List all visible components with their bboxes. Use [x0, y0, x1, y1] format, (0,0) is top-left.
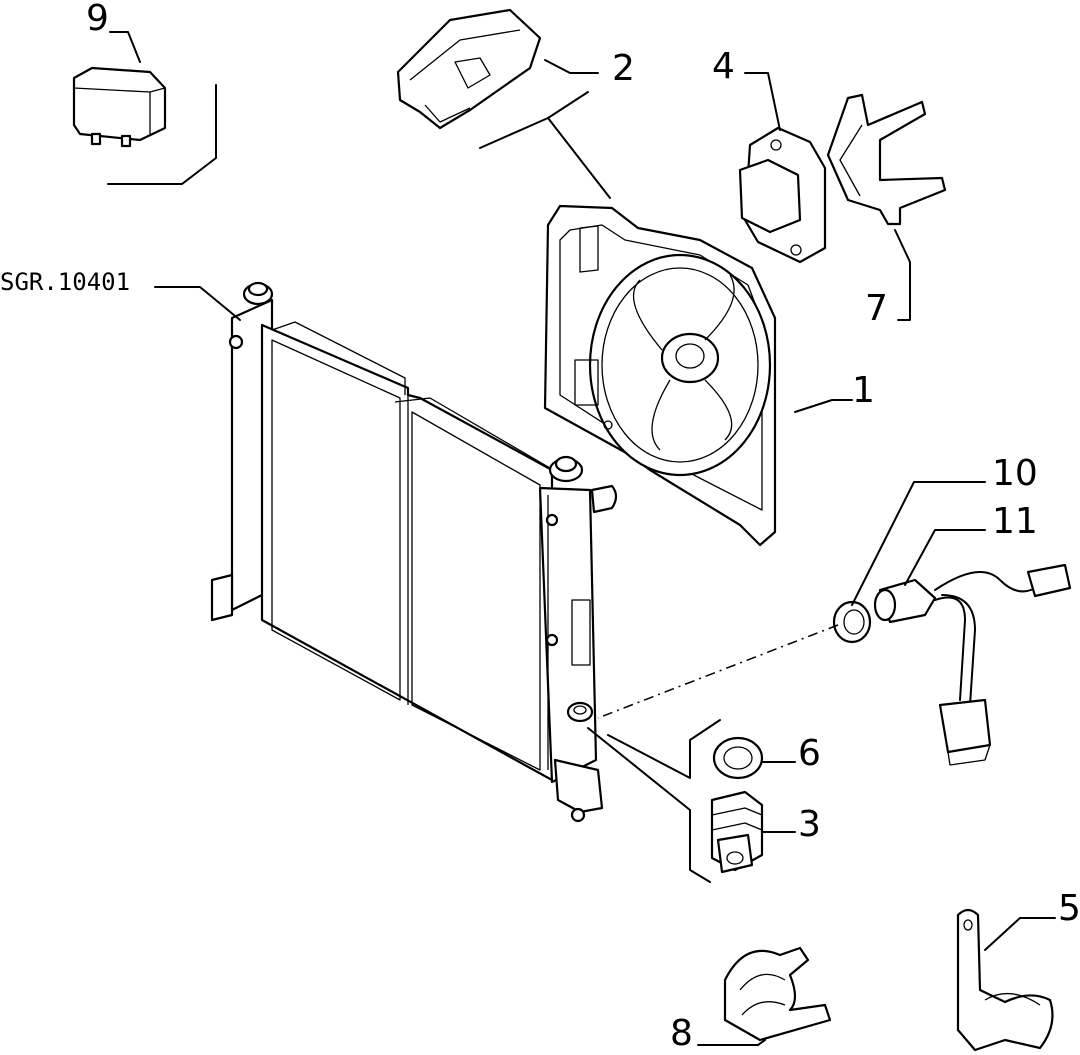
- callout-8: 8: [670, 1013, 693, 1054]
- callout-2: 2: [612, 48, 635, 89]
- clamp: [826, 93, 947, 226]
- bracket: [396, 8, 542, 130]
- callout-5: 5: [1058, 888, 1080, 929]
- hose-clip: [956, 908, 1054, 1052]
- callout-7: 7: [865, 288, 888, 329]
- callout-9: 9: [86, 0, 109, 39]
- callout-4: 4: [712, 46, 735, 87]
- callout-6: 6: [798, 733, 821, 774]
- gasket: [712, 736, 764, 780]
- callout-1: 1: [852, 370, 875, 411]
- leader-lines: [107, 31, 1056, 1046]
- callout-10: 10: [992, 453, 1038, 494]
- callout-11: 11: [992, 501, 1038, 542]
- fan-switch-harness: [873, 563, 1072, 766]
- drawing-reference-code: SGR.10401: [0, 268, 130, 296]
- relay: [72, 66, 167, 148]
- radiator: [210, 281, 618, 823]
- thermal-switch: [710, 790, 764, 874]
- callout-3: 3: [798, 804, 821, 845]
- cable-clip: [723, 946, 832, 1042]
- seal-ring: [832, 600, 872, 644]
- resistor: [738, 126, 827, 264]
- cooling-fan-assembly: [543, 204, 777, 547]
